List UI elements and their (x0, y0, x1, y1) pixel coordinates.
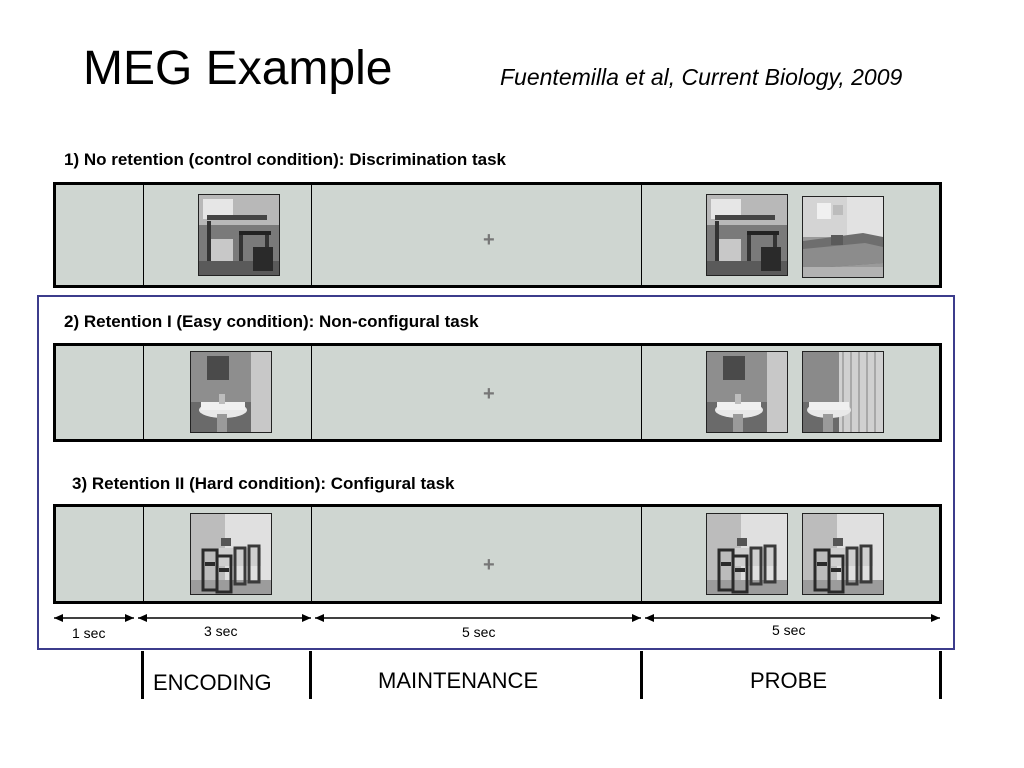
arrowhead (125, 614, 134, 622)
trial-divider (143, 346, 144, 439)
phase-maintenance: MAINTENANCE (378, 668, 539, 693)
duration-label-4: 5 sec (772, 622, 806, 638)
trial-divider (641, 185, 642, 285)
probe-image-sofa (802, 196, 884, 278)
trial-divider (641, 507, 642, 601)
trial-row-2: + (53, 343, 942, 442)
phase-divider (309, 651, 312, 699)
slide-title: MEG Example (83, 42, 393, 95)
encoding-image-dining-chairs (190, 513, 272, 595)
trial-divider (311, 185, 312, 285)
phase-divider (939, 651, 942, 699)
duration-label-1: 1 sec (72, 625, 106, 641)
probe-image-dining-chairs (706, 513, 788, 595)
phase-divider (640, 651, 643, 699)
trial-divider (311, 507, 312, 601)
encoding-image-bathroom-sink (190, 351, 272, 433)
arrowhead (632, 614, 641, 622)
trial-row-1: + (53, 182, 942, 288)
condition-label-3: 3) Retention II (Hard condition): Config… (72, 474, 455, 493)
trial-divider (143, 507, 144, 601)
probe-image-bathroom-sink (706, 351, 788, 433)
arrowhead (54, 614, 63, 622)
fixation-cross: + (483, 383, 495, 405)
arrowhead (138, 614, 147, 622)
arrowhead (315, 614, 324, 622)
arrowhead (645, 614, 654, 622)
duration-label-3: 5 sec (462, 624, 496, 640)
citation: Fuentemilla et al, Current Biology, 2009 (500, 64, 903, 90)
condition-label-2: 2) Retention I (Easy condition): Non-con… (64, 312, 479, 331)
trial-divider (143, 185, 144, 285)
encoding-image-bedroom (198, 194, 280, 276)
trial-divider (311, 346, 312, 439)
condition-label-1: 1) No retention (control condition): Dis… (64, 150, 507, 169)
phase-probe: PROBE (750, 668, 828, 693)
phase-divider (141, 651, 144, 699)
probe-image-bathroom-sink-curtain (802, 351, 884, 433)
phase-encoding: ENCODING (153, 670, 272, 695)
arrowhead (302, 614, 311, 622)
trial-divider (641, 346, 642, 439)
retention-conditions-frame (37, 295, 955, 650)
fixation-cross: + (483, 229, 495, 251)
probe-image-dining-chairs (802, 513, 884, 595)
duration-label-2: 3 sec (204, 623, 238, 639)
probe-image-bedroom (706, 194, 788, 276)
fixation-cross: + (483, 554, 495, 576)
arrowhead (931, 614, 940, 622)
trial-row-3: + (53, 504, 942, 604)
